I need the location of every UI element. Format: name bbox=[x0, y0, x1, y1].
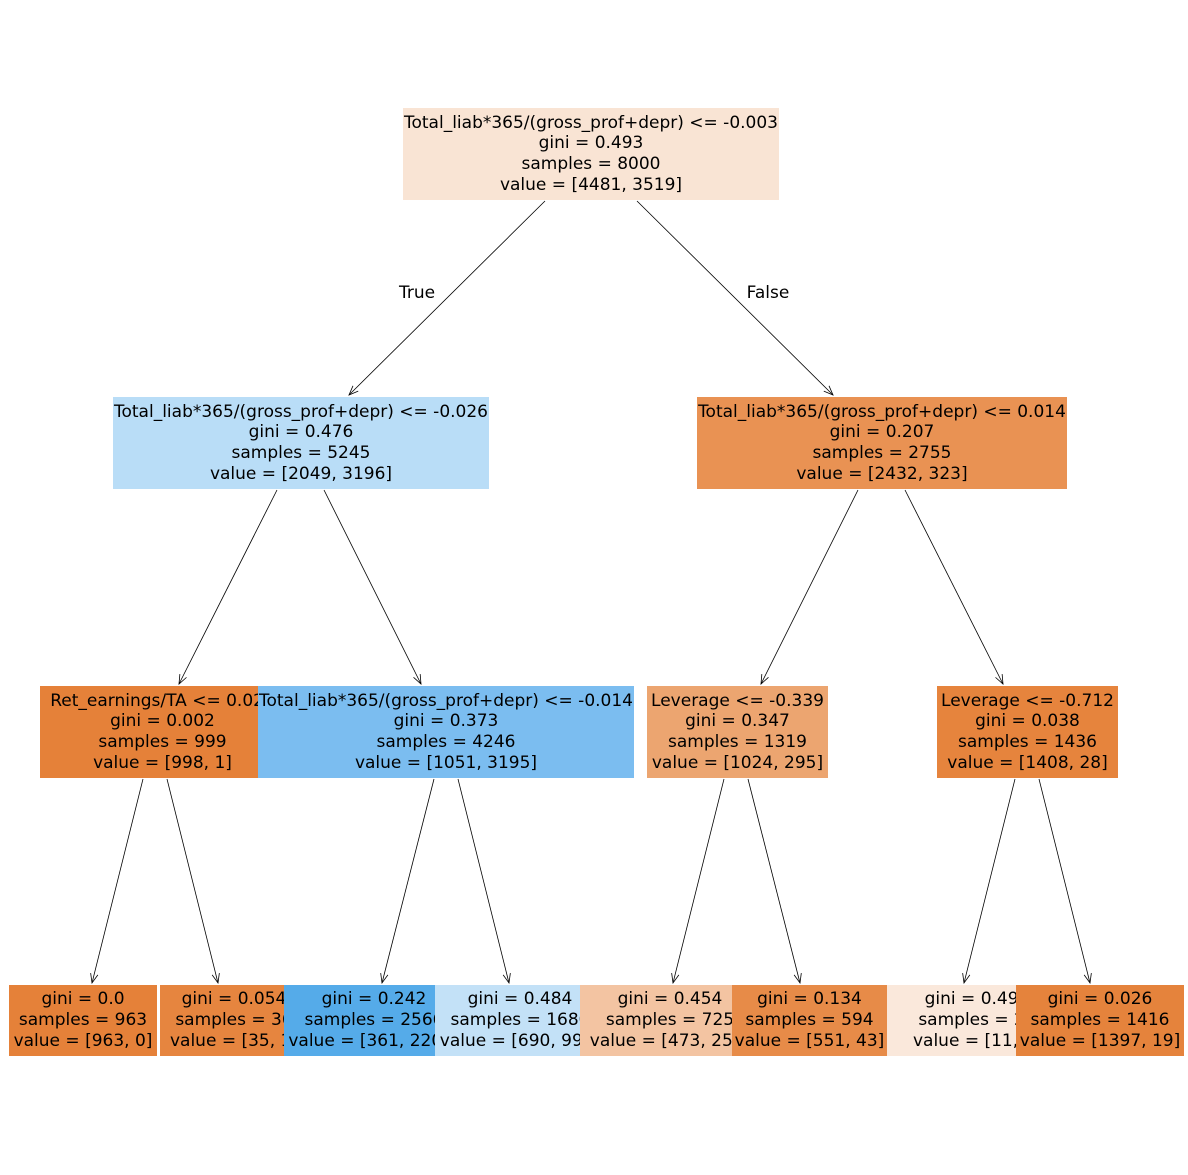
arrowhead-n6-n13 bbox=[962, 973, 971, 985]
node-line: gini = 0.0 bbox=[41, 989, 125, 1010]
node-line: gini = 0.347 bbox=[685, 711, 790, 732]
node-line: Total_liab*365/(gross_prof+depr) <= -0.0… bbox=[404, 112, 778, 133]
node-line: value = [690, 990] bbox=[439, 1030, 601, 1051]
node-line: samples = 1680 bbox=[450, 1010, 590, 1031]
arrowhead-n2-n6 bbox=[995, 674, 1004, 685]
node-line: value = [1051, 3195] bbox=[354, 752, 538, 773]
split-node-n2: Total_liab*365/(gross_prof+depr) <= 0.01… bbox=[697, 397, 1067, 489]
node-line: value = [1024, 295] bbox=[651, 752, 824, 773]
node-line: samples = 1319 bbox=[668, 732, 807, 752]
node-line: samples = 2566 bbox=[304, 1010, 444, 1031]
node-line: Total_liab*365/(gross_prof+depr) <= -0.0… bbox=[259, 690, 633, 711]
edge-label-true: True bbox=[398, 283, 436, 303]
edge-n6-n13 bbox=[963, 778, 1016, 984]
edge-n4-n10 bbox=[457, 778, 510, 984]
node-line: value = [361, 2205] bbox=[288, 1030, 460, 1051]
node-line: gini = 0.373 bbox=[393, 711, 499, 732]
node-line: value = [11, 9] bbox=[912, 1030, 1041, 1051]
arrowhead-n5-n12 bbox=[793, 973, 802, 985]
arrowhead-n4-n9 bbox=[380, 973, 389, 985]
split-node-n4: Total_liab*365/(gross_prof+depr) <= -0.0… bbox=[258, 686, 634, 778]
node-line: value = [998, 1] bbox=[93, 752, 232, 773]
node-line: value = [473, 252] bbox=[589, 1030, 751, 1051]
edge-n6-n14 bbox=[1038, 778, 1091, 984]
node-line: value = [551, 43] bbox=[734, 1030, 885, 1051]
node-line: Total_liab*365/(gross_prof+depr) <= 0.01… bbox=[698, 401, 1066, 422]
arrowhead-n2-n5 bbox=[760, 674, 769, 685]
edge-n3-n8 bbox=[166, 778, 219, 984]
edge-n5-n12 bbox=[747, 778, 801, 984]
edge-n5-n11 bbox=[672, 778, 725, 984]
edge-n2-n6 bbox=[904, 489, 1004, 685]
node-line: value = [963, 0] bbox=[13, 1030, 153, 1051]
edge-n0-n2 bbox=[636, 200, 834, 396]
node-line: samples = 1436 bbox=[958, 732, 1097, 752]
arrowhead-n3-n7 bbox=[90, 973, 99, 985]
edge-label-false: False bbox=[746, 283, 790, 303]
arrowhead-n1-n4 bbox=[413, 674, 422, 685]
node-line: Leverage <= -0.339 bbox=[651, 690, 824, 711]
node-line: samples = 2755 bbox=[812, 443, 952, 463]
node-line: samples = 725 bbox=[605, 1010, 735, 1031]
node-line: samples = 36 bbox=[175, 1010, 293, 1031]
edge-n1-n4 bbox=[323, 489, 422, 685]
arrowhead-n6-n14 bbox=[1083, 973, 1092, 985]
node-line: gini = 0.242 bbox=[321, 989, 427, 1010]
edge-n2-n5 bbox=[760, 489, 859, 685]
arrowhead-n4-n10 bbox=[502, 973, 511, 985]
node-line: gini = 0.134 bbox=[757, 989, 862, 1010]
node-line: gini = 0.454 bbox=[617, 989, 723, 1010]
node-line: samples = 4246 bbox=[376, 732, 516, 752]
node-line: samples = 963 bbox=[18, 1010, 148, 1031]
arrowhead-n0-n1 bbox=[348, 385, 359, 396]
node-line: value = [2049, 3196] bbox=[209, 463, 393, 484]
node-line: gini = 0.495 bbox=[924, 989, 1030, 1010]
arrowhead-n3-n8 bbox=[211, 973, 220, 985]
split-node-n1: Total_liab*365/(gross_prof+depr) <= -0.0… bbox=[113, 397, 489, 489]
edge-n3-n7 bbox=[91, 778, 144, 984]
node-line: gini = 0.207 bbox=[829, 422, 935, 443]
edge-n0-n1 bbox=[348, 200, 546, 396]
node-line: gini = 0.476 bbox=[248, 422, 354, 443]
node-line: value = [2432, 323] bbox=[796, 463, 968, 484]
node-line: gini = 0.002 bbox=[110, 711, 215, 732]
node-line: gini = 0.484 bbox=[467, 989, 573, 1010]
edge-n1-n3 bbox=[178, 489, 278, 685]
node-line: gini = 0.026 bbox=[1047, 989, 1153, 1010]
node-line: value = [4481, 3519] bbox=[499, 174, 683, 195]
node-line: samples = 999 bbox=[98, 732, 227, 752]
edge-n4-n9 bbox=[381, 778, 435, 984]
node-line: samples = 594 bbox=[745, 1010, 874, 1031]
node-line: samples = 20 bbox=[918, 1010, 1036, 1031]
split-node-n0: Total_liab*365/(gross_prof+depr) <= -0.0… bbox=[403, 108, 779, 200]
arrowhead-n1-n3 bbox=[178, 674, 187, 685]
node-line: samples = 5245 bbox=[231, 443, 371, 463]
node-line: samples = 1416 bbox=[1030, 1010, 1170, 1031]
node-line: samples = 8000 bbox=[521, 154, 661, 174]
node-line: value = [1397, 19] bbox=[1019, 1030, 1181, 1051]
node-line: gini = 0.054 bbox=[181, 989, 287, 1010]
arrowhead-n0-n2 bbox=[823, 385, 834, 396]
node-line: Leverage <= -0.712 bbox=[941, 690, 1114, 711]
node-line: gini = 0.493 bbox=[538, 133, 644, 154]
arrowhead-n5-n11 bbox=[671, 973, 680, 985]
node-line: value = [35, 1] bbox=[169, 1030, 298, 1051]
node-line: Ret_earnings/TA <= 0.025 bbox=[50, 690, 275, 711]
node-line: Total_liab*365/(gross_prof+depr) <= -0.0… bbox=[114, 401, 488, 422]
node-line: gini = 0.038 bbox=[975, 711, 1080, 732]
node-line: value = [1408, 28] bbox=[947, 752, 1108, 773]
